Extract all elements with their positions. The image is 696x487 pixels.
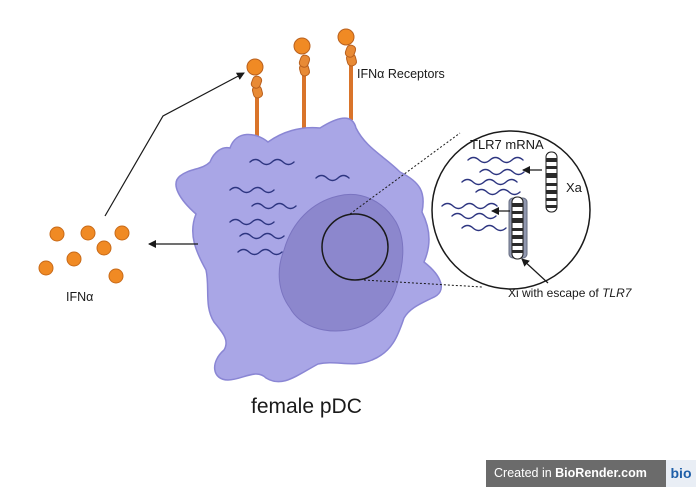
xi-escape-label: Xi with escape of TLR7 [508,286,631,300]
zoom-connector-top [349,132,461,215]
tlr7-mrna-label: TLR7 mRNA [470,137,544,152]
biorender-logo: bio [666,460,696,487]
watermark-brand: BioRender.com [555,466,647,480]
nucleus [278,194,404,332]
watermark-text: Created in BioRender.com [486,460,666,487]
secretion-to-receptor-arrow [104,72,245,217]
xi-chromosome [508,196,528,260]
xi-escape-label-prefix: Xi with escape of [508,286,603,300]
ifna-label: IFNα [66,290,94,304]
xi-escape-gene: TLR7 [602,286,632,300]
zoom-mrna-group [441,156,525,232]
ifna-molecules [38,225,130,284]
cell-type-label: female pDC [251,395,362,418]
zoom-origin-circle [321,213,389,281]
xa-chromosome [545,151,558,213]
watermark-prefix: Created in [494,466,556,480]
xa-label: Xa [566,180,582,195]
ifna-receptors-label: IFNα Receptors [357,67,445,81]
biorender-watermark[interactable]: Created in BioRender.com bio [486,460,696,487]
ifna-receptor-1 [246,58,264,138]
ifna-receptor-2 [293,37,311,128]
ifna-receptor-group [246,28,357,138]
xi-pointer-arrow [521,258,549,284]
ifna-receptor-3 [337,28,357,120]
cytoplasm-mrna-group [229,158,350,256]
